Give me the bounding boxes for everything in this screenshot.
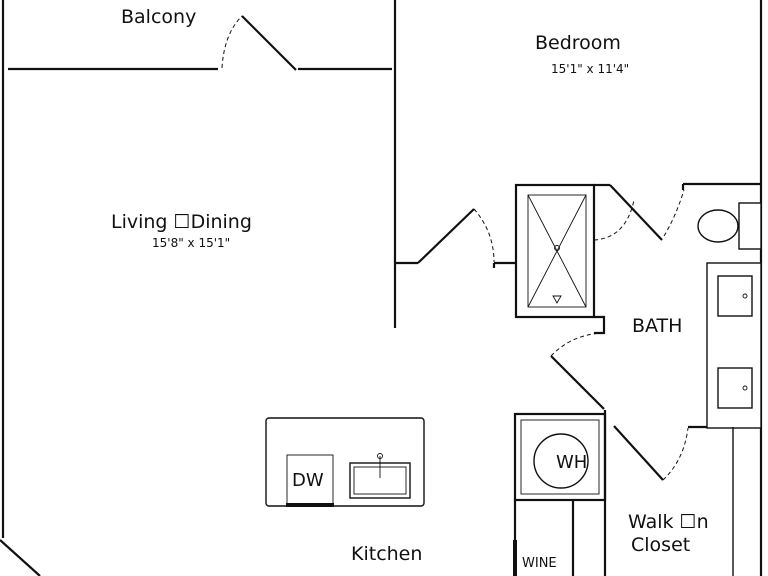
shower-drain-icon — [554, 245, 560, 251]
bath-entry-door-leaf — [550, 355, 605, 410]
balcony-door-leaf — [241, 15, 297, 71]
balcony-door — [221, 15, 297, 71]
bath-label: BATH — [632, 315, 682, 337]
shower-diagonal-b — [527, 194, 587, 308]
shower-step-wall — [594, 315, 606, 335]
water-heater-tank — [533, 433, 589, 489]
wine-area — [513, 500, 575, 576]
shower-outer — [514, 183, 596, 319]
kitchen-island — [265, 417, 425, 507]
bedroom-door-swing — [473, 208, 495, 263]
shower-door-leaf — [609, 184, 663, 241]
balcony-label: Balcony — [121, 6, 196, 28]
bath-door-swing — [663, 189, 685, 237]
bedroom-dimensions: 15'1" x 11'4" — [551, 62, 629, 76]
shower-door-swing — [593, 199, 635, 241]
vanity-sink-upper — [717, 275, 753, 317]
bath-entry-door-swing — [550, 332, 605, 357]
closet-door-swing — [662, 427, 689, 481]
closet-door-leaf — [613, 425, 664, 481]
toilet — [663, 189, 762, 250]
balcony-door-swing — [221, 15, 243, 69]
walk-in-closet-label-line1: Walk ☐n — [628, 511, 709, 533]
shower — [514, 183, 663, 335]
sink-upper-drain-icon — [742, 293, 748, 299]
angled-corner-wall — [0, 539, 41, 576]
dishwasher-front — [286, 503, 334, 507]
kitchen-label: Kitchen — [351, 543, 422, 565]
walk-in-closet-label-line2: Closet — [631, 534, 690, 556]
wine-cooler-edge — [513, 540, 517, 576]
shower-pan — [527, 194, 587, 308]
bedroom-door-leaf — [417, 208, 475, 264]
bedroom-door — [417, 208, 495, 264]
living-dining-label: Living ☐Dining — [111, 211, 252, 233]
wine-label: WINE — [522, 556, 557, 571]
water-heater-inner — [520, 419, 600, 495]
toilet-bowl — [697, 209, 739, 243]
shower-valve-icon — [552, 295, 562, 304]
living-dining-dimensions: 15'8" x 15'1" — [152, 236, 230, 250]
labels: Balcony Bedroom 15'1" x 11'4" Living ☐Di… — [111, 6, 709, 571]
closet-door — [603, 410, 734, 576]
faucet-head-icon — [377, 453, 383, 459]
toilet-tank — [738, 202, 762, 250]
water-heater-label: WH — [556, 452, 587, 473]
dishwasher-label: DW — [292, 470, 324, 491]
bath-entry-door — [550, 332, 605, 410]
water-heater-closet — [513, 412, 607, 502]
bedroom-label: Bedroom — [535, 32, 621, 54]
vanity — [706, 262, 762, 429]
sink-lower-drain-icon — [742, 385, 748, 391]
vanity-sink-lower — [717, 367, 753, 409]
